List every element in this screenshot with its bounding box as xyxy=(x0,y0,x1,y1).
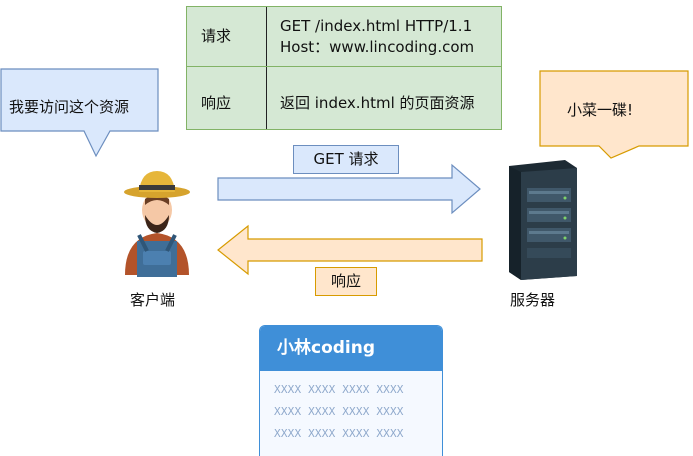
response-text: 返回 index.html 的页面资源 xyxy=(280,94,475,112)
card-line: XXXX XXXX XXXX XXXX xyxy=(274,383,404,396)
client-label: 客户端 xyxy=(130,291,176,309)
farmer-client-icon xyxy=(124,171,190,277)
response-label: 响应 xyxy=(201,94,232,112)
server-speech-bubble xyxy=(539,70,689,159)
card-title: 小林coding xyxy=(260,326,442,371)
web-page-card: 小林coding XXXX XXXX XXXX XXXX XXXX XXXX X… xyxy=(259,325,443,456)
response-arrow xyxy=(217,224,483,276)
card-line: XXXX XXXX XXXX XXXX xyxy=(274,427,404,440)
server-bubble-text: 小菜一碟! xyxy=(567,101,634,119)
request-host: Host：www.lincoding.com xyxy=(280,38,475,56)
request-line: GET /index.html HTTP/1.1 xyxy=(280,17,473,35)
table-column-divider xyxy=(266,7,267,129)
request-arrow-label: GET 请求 xyxy=(293,145,399,174)
client-speech-bubble xyxy=(0,68,159,158)
card-line: XXXX XXXX XXXX XXXX xyxy=(274,405,404,418)
server-rack-icon xyxy=(509,160,577,280)
response-arrow-label: 响应 xyxy=(315,267,377,296)
http-message-table: 请求 GET /index.html HTTP/1.1 Host：www.lin… xyxy=(186,6,502,130)
request-label: 请求 xyxy=(201,27,232,45)
table-row-divider xyxy=(187,66,501,67)
server-label: 服务器 xyxy=(510,291,556,309)
request-arrow xyxy=(217,163,481,215)
client-bubble-text: 我要访问这个资源 xyxy=(9,98,130,116)
